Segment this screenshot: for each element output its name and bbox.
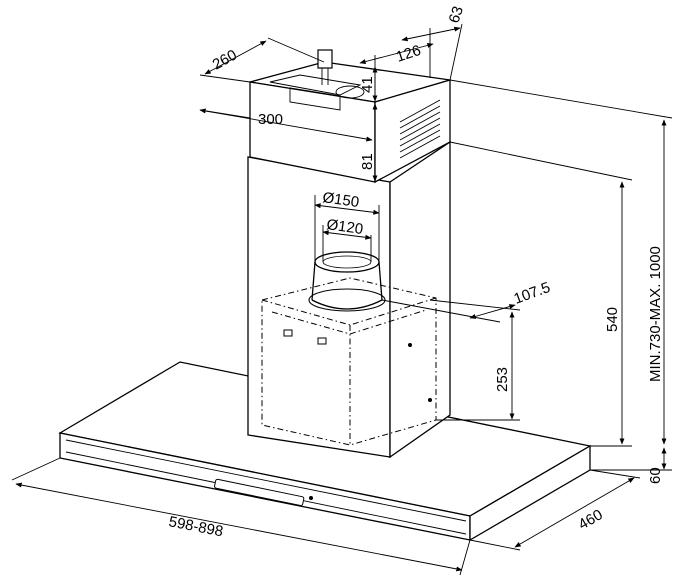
indicator-dot [309,496,313,500]
dim-canopy-height: 60 [647,467,664,484]
chimney-side [389,140,451,459]
dim-duct-width: 300 [258,111,283,128]
dim-total-height-range: MIN.730-MAX. 1000 [647,246,664,382]
dim-outlet-offset: 107.5 [512,279,553,308]
vent-grille [399,99,441,159]
dim-outlet-diameter-small: Ø120 [325,216,364,238]
dim-canopy-depth: 460 [576,506,606,533]
outlet-collar [308,251,386,312]
dim-top-offset-a: 126 [394,42,423,66]
dim-chimney-height: 540 [604,307,621,332]
dim-outlet-diameter-large: Ø150 [321,189,360,211]
dimension-lines [11,23,673,576]
dim-canopy-width-range: 598-898 [167,513,224,540]
dim-bracket-b: 81 [359,153,376,170]
dim-bracket-a: 41 [359,76,376,93]
dim-motor-height: 253 [494,367,511,392]
dim-top-offset-b: 63 [446,4,467,25]
